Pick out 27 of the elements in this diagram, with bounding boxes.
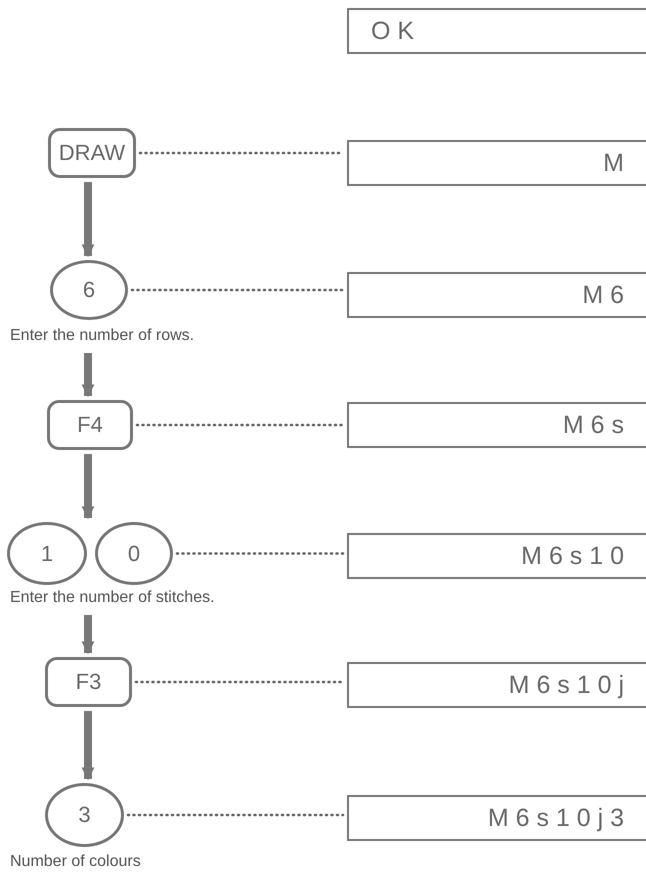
arrow: [82, 182, 94, 258]
dotted-leader: [126, 814, 344, 816]
display-panel: O K: [347, 8, 646, 54]
instruction-caption: Enter the number of stitches.: [10, 589, 215, 607]
keypad-key: F3: [45, 657, 132, 707]
keypad-key: F4: [47, 400, 133, 450]
keypad-key: 0: [95, 522, 173, 585]
keypad-key: 1: [7, 522, 87, 585]
display-panel: M: [347, 140, 646, 186]
dotted-leader: [136, 424, 344, 426]
keypad-key: 3: [45, 783, 124, 847]
display-panel: M 6 s 1 0: [347, 533, 646, 579]
dotted-leader: [134, 680, 344, 684]
display-panel: M 6 s: [347, 402, 646, 448]
display-panel: M 6 s 1 0 j 3: [347, 795, 646, 841]
display-panel: M 6: [347, 272, 646, 318]
keypad-key: DRAW: [48, 128, 136, 178]
arrow: [82, 615, 94, 654]
dotted-leader: [130, 288, 344, 292]
arrow: [82, 353, 94, 398]
keypad-key: 6: [50, 260, 128, 320]
instruction-caption: Enter the number of rows.: [10, 327, 194, 345]
instruction-caption: Number of colours: [10, 853, 141, 871]
arrow: [82, 711, 94, 780]
display-panel: M 6 s 1 0 j: [347, 662, 646, 708]
dotted-leader: [176, 552, 344, 555]
arrow: [82, 454, 94, 520]
